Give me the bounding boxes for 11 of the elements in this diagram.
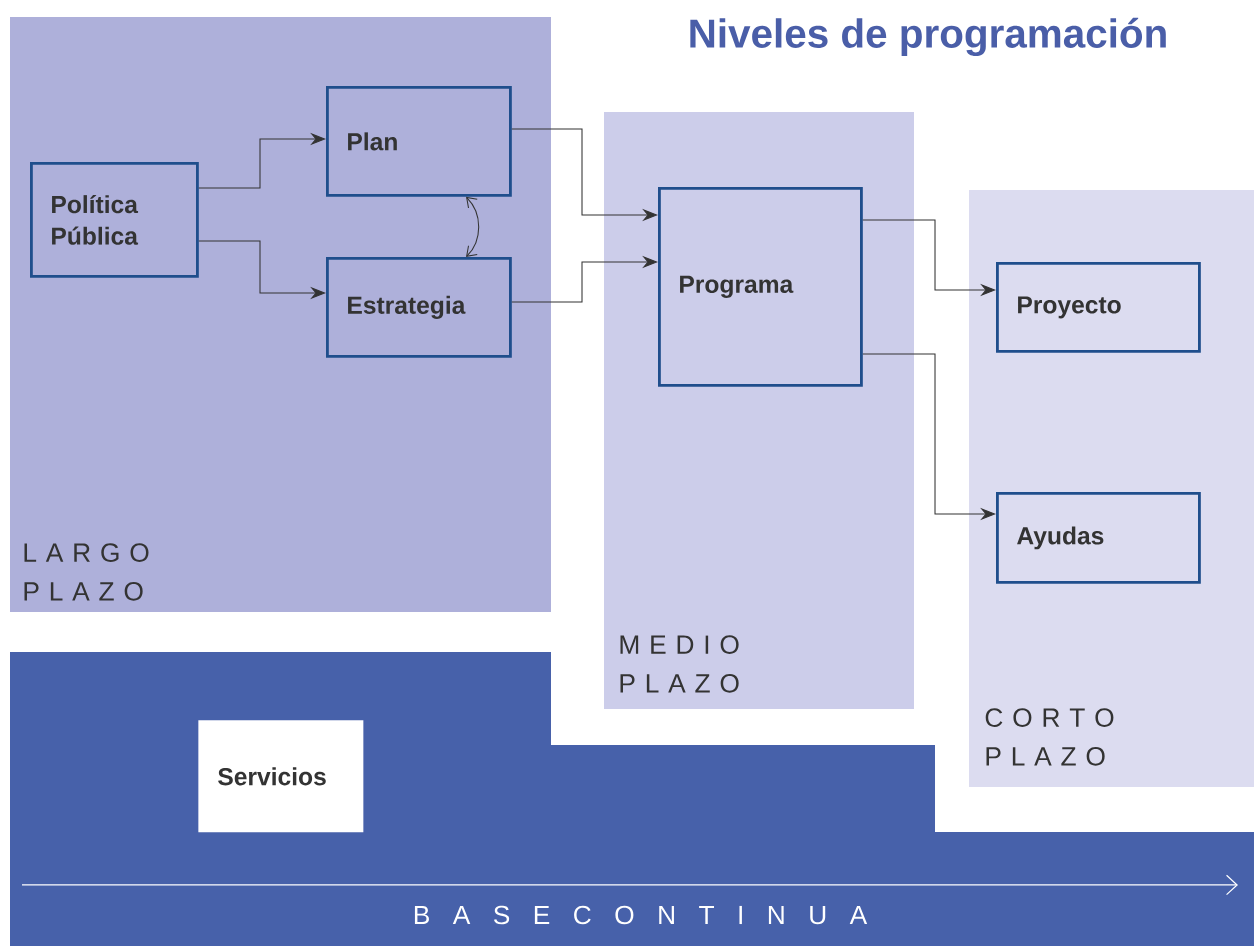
process-box: Plan: [326, 86, 512, 197]
arrow: [511, 255, 658, 303]
arrow: [466, 196, 480, 257]
process-box: Proyecto: [996, 262, 1201, 353]
service-box: Servicios: [198, 720, 364, 833]
process-box: Política Pública: [30, 162, 199, 278]
arrow: [198, 132, 326, 189]
process-box: Estrategia: [326, 257, 512, 358]
title: Niveles de programación: [690, 17, 1166, 57]
process-box: Programa: [658, 186, 863, 387]
process-box: Ayudas: [996, 492, 1201, 584]
